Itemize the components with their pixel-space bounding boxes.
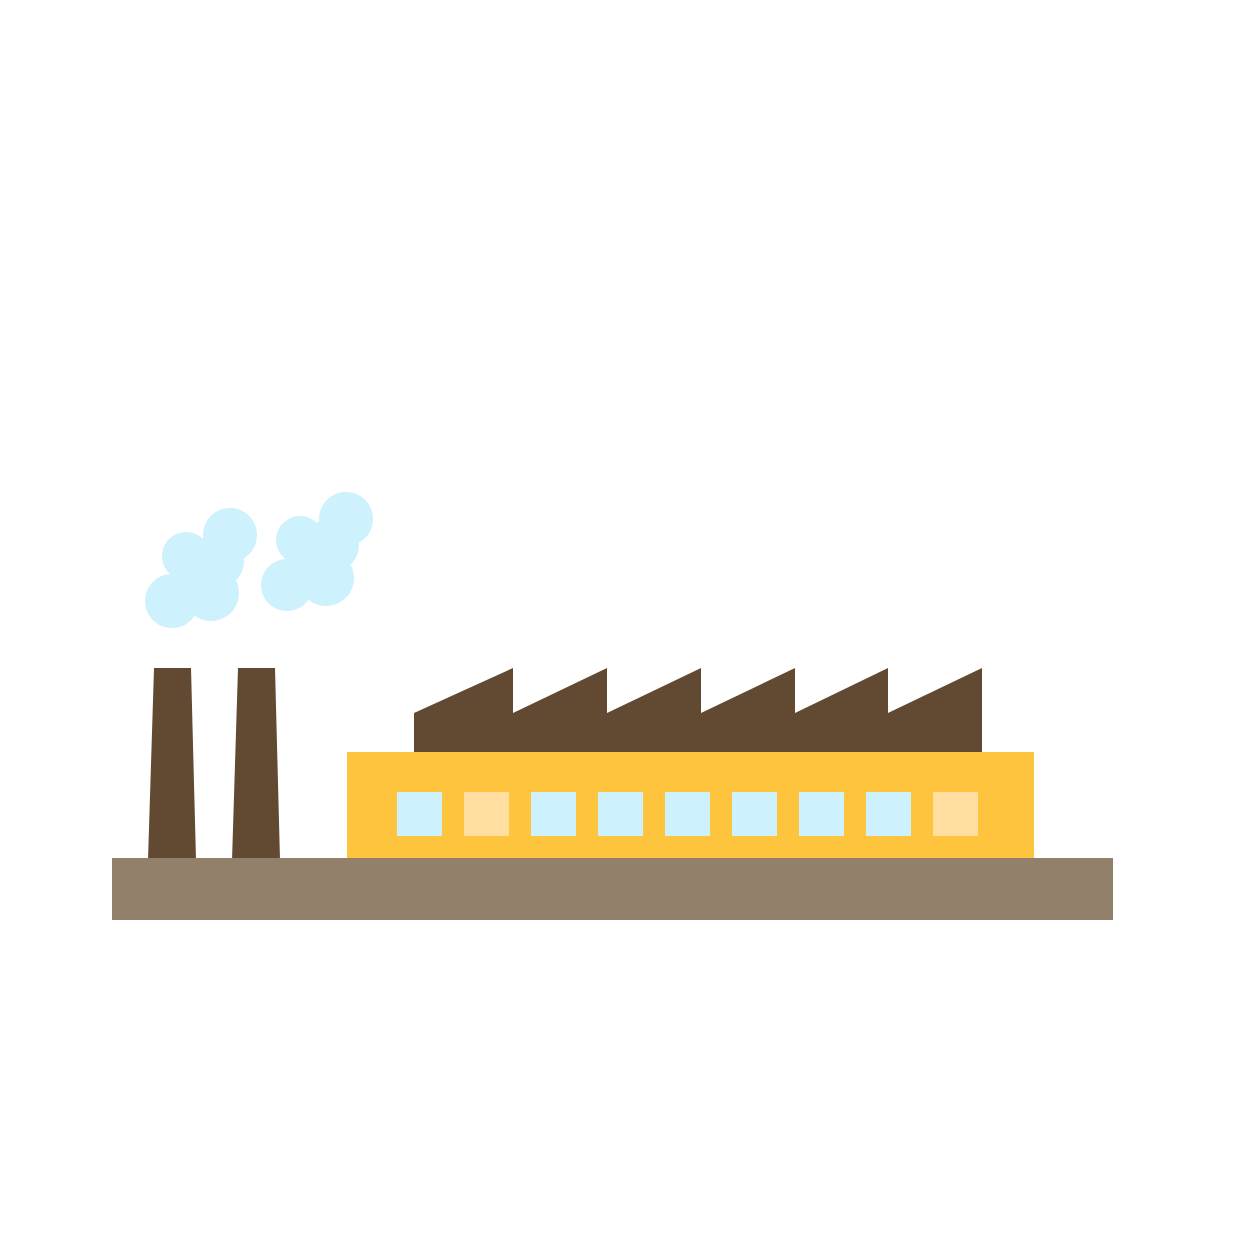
window-blue	[397, 792, 442, 836]
window-blue	[598, 792, 643, 836]
window-blue	[531, 792, 576, 836]
smoke-plume-right	[261, 492, 373, 611]
sawtooth-roof	[414, 668, 982, 755]
window-blue	[665, 792, 710, 836]
chimney-left	[148, 668, 196, 860]
window-row	[397, 792, 978, 836]
window-blue	[799, 792, 844, 836]
ground	[112, 858, 1113, 920]
smoke-puff	[319, 492, 373, 546]
smoke-puff	[203, 508, 257, 562]
window-blue	[732, 792, 777, 836]
window-warm	[933, 792, 978, 836]
chimney-right	[232, 668, 280, 860]
window-blue	[866, 792, 911, 836]
smoke-plume-left	[145, 508, 257, 628]
window-warm	[464, 792, 509, 836]
